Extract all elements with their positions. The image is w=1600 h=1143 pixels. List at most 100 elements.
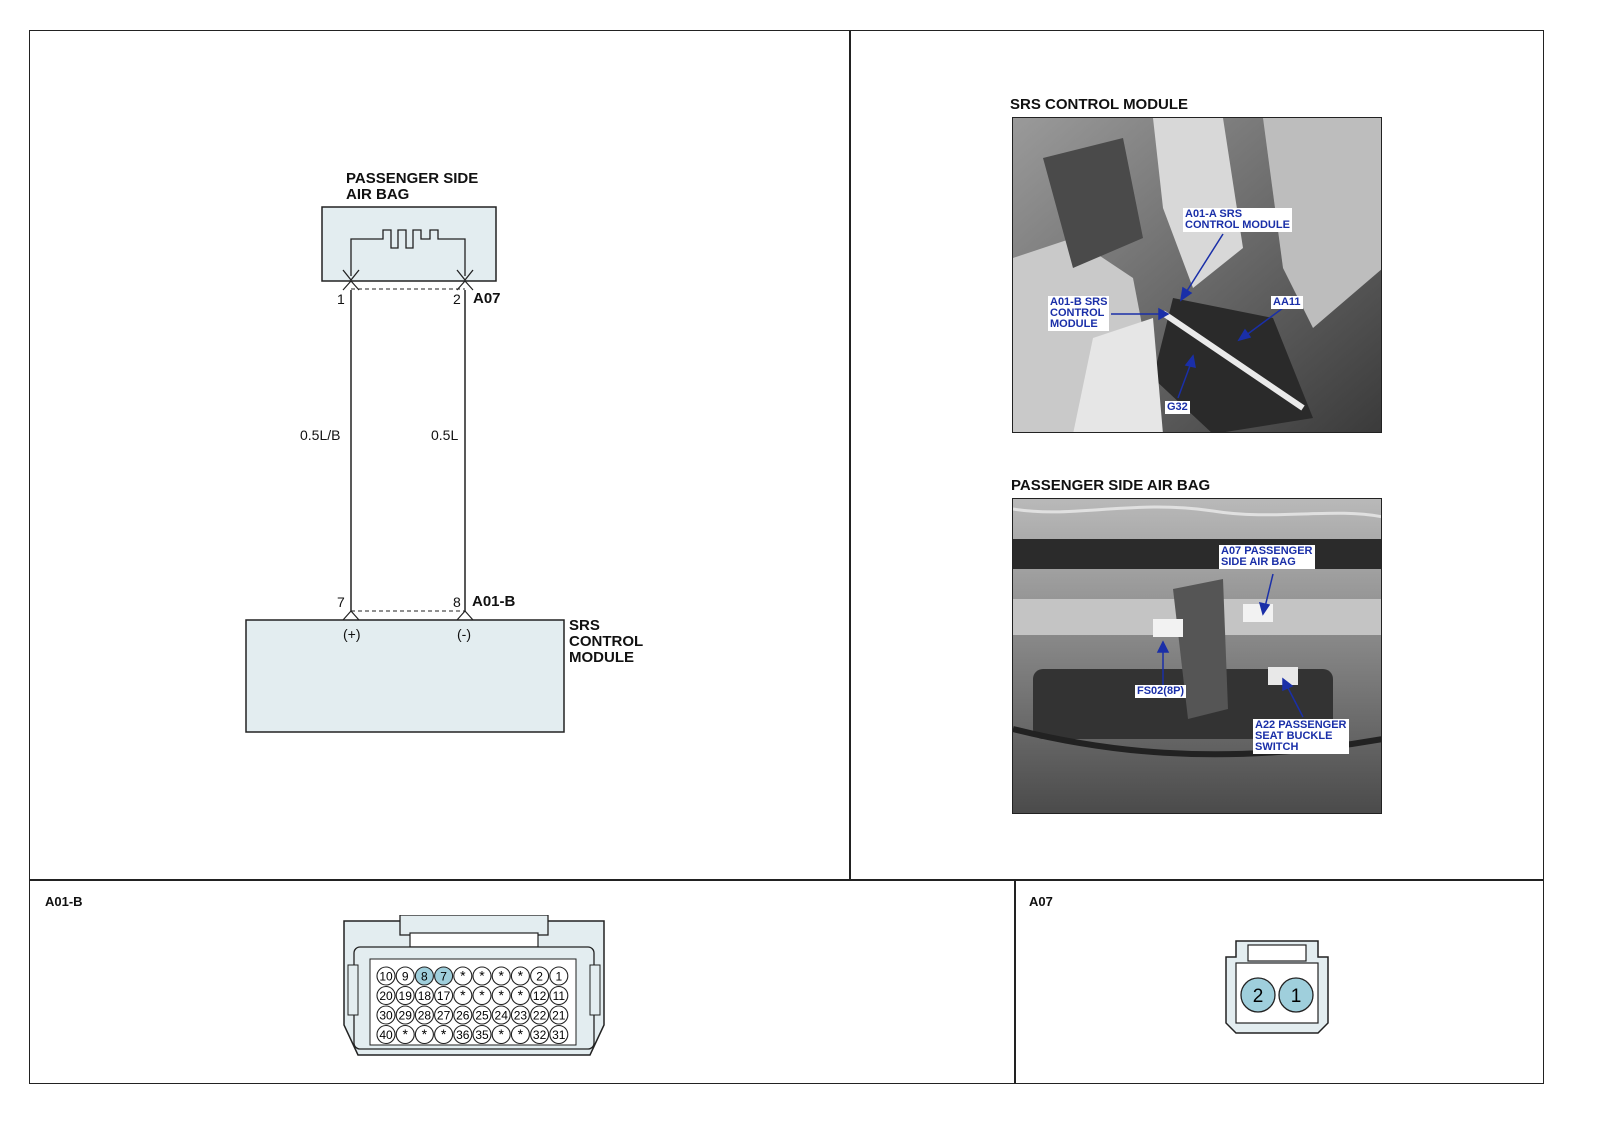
pin-1: 1 — [337, 291, 345, 307]
polarity-minus: (-) — [457, 626, 471, 642]
a01b-pin-number: 40 — [379, 1028, 393, 1042]
callout-fs02: FS02(8P) — [1135, 685, 1187, 698]
a01b-pin-number: 36 — [456, 1028, 470, 1042]
pin-8: 8 — [453, 594, 461, 610]
a01b-pin-number: 7 — [440, 970, 447, 984]
a01b-pin-cavity — [453, 966, 473, 986]
photo-panel — [849, 30, 1544, 881]
wire-left-spec: 0.5L/B — [300, 427, 341, 443]
a01b-pin-cavity — [530, 1024, 550, 1045]
polarity-plus: (+) — [343, 626, 361, 642]
a01b-pin-cavity — [434, 966, 454, 986]
a01b-pin-number: 23 — [514, 1009, 528, 1023]
a01b-pin-cavity — [530, 966, 550, 986]
callout-g32: G32 — [1165, 401, 1190, 414]
a01b-pin-number: 18 — [418, 989, 432, 1003]
a01b-pin-cavity — [453, 985, 473, 1006]
a01b-pin-cavity — [491, 966, 511, 986]
a01b-pin-cavity — [549, 966, 569, 986]
a01b-pin-cavity — [376, 1005, 396, 1025]
a01b-pin-number: 8 — [421, 970, 428, 984]
a01b-pin-cavity — [549, 1024, 569, 1045]
connector-a07-panel — [1014, 879, 1544, 1084]
a01b-pin-number: * — [518, 1026, 524, 1042]
a01b-pin-cavity — [414, 1024, 434, 1045]
a01b-pin-cavity — [472, 966, 492, 986]
passenger-airbag-box — [321, 206, 497, 282]
passenger-airbag-label: PASSENGER SIDE AIR BAG — [346, 170, 479, 203]
a01b-pin-cavity — [549, 1005, 569, 1025]
a01b-pin-number: * — [498, 1026, 504, 1042]
a01b-pin-number: 2 — [536, 970, 543, 984]
pin-arrow-2 — [456, 269, 474, 282]
a07-pin-number: 1 — [1291, 986, 1302, 1007]
a01b-pin-number: * — [479, 968, 485, 984]
a01b-pin-cavity — [472, 1005, 492, 1025]
a01b-pin-number: 27 — [437, 1009, 451, 1023]
a01b-pin-number: * — [479, 987, 485, 1003]
a01b-pin-cavity — [395, 1005, 415, 1025]
srs-module-box — [245, 619, 565, 733]
a01b-pin-number: * — [402, 1026, 408, 1042]
a01b-pin-number: 35 — [475, 1028, 489, 1042]
a01b-pin-cavity — [395, 966, 415, 986]
a07-pin-cavity — [1278, 977, 1314, 1013]
a01b-pin-number: 17 — [437, 989, 451, 1003]
callout-a01b: A01-B SRS CONTROL MODULE — [1048, 296, 1110, 331]
pin-2: 2 — [453, 291, 461, 307]
a01b-pin-number: * — [518, 987, 524, 1003]
a01b-pin-number: 19 — [399, 989, 413, 1003]
a01b-pin-cavity — [510, 1024, 530, 1045]
a01b-pin-number: 12 — [533, 989, 547, 1003]
a01b-pin-cavity — [491, 1005, 511, 1025]
a01b-pin-cavity — [414, 985, 434, 1006]
a01b-pin-cavity — [530, 1005, 550, 1025]
a01b-pin-number: 21 — [552, 1009, 566, 1023]
a01b-pin-number: * — [460, 968, 466, 984]
callout-aa11: AA11 — [1271, 296, 1303, 309]
a01b-pin-number: 11 — [553, 989, 566, 1003]
srs-module-photo: A01-A SRS CONTROL MODULE A01-B SRS CONTR… — [1012, 117, 1382, 433]
a01b-pin-cavity — [376, 1024, 396, 1045]
callout-a07: A07 PASSENGER SIDE AIR BAG — [1219, 545, 1315, 569]
diagram-panel — [29, 30, 851, 881]
a01b-pin-number: 29 — [399, 1009, 413, 1023]
a01b-pin-cavity — [395, 1024, 415, 1045]
a01b-pin-cavity — [510, 966, 530, 986]
a01b-pin-number: 30 — [379, 1009, 393, 1023]
connector-a07-label: A07 — [473, 290, 501, 307]
a01b-pin-number: 31 — [552, 1028, 566, 1042]
a01b-pin-cavity — [414, 966, 434, 986]
wiring-schematic — [245, 206, 565, 733]
a07-pin-number: 2 — [1253, 986, 1264, 1007]
a01b-pin-number: 20 — [379, 989, 393, 1003]
pin-7: 7 — [337, 594, 345, 610]
a01b-pin-number: 26 — [456, 1009, 470, 1023]
a07-pin-cavity — [1240, 977, 1276, 1013]
passenger-airbag-photo: A07 PASSENGER SIDE AIR BAG FS02(8P) A22 … — [1012, 498, 1382, 814]
a01b-pin-number: 22 — [533, 1009, 547, 1023]
a07-view-label: A07 — [1029, 894, 1053, 909]
a01b-pin-number: 10 — [379, 970, 393, 984]
a01b-pin-number: 28 — [418, 1009, 432, 1023]
squib-symbol — [350, 229, 466, 276]
a01b-pin-number: * — [498, 987, 504, 1003]
a01b-pin-number: * — [518, 968, 524, 984]
a01b-pin-cavity — [491, 985, 511, 1006]
callout-a22: A22 PASSENGER SEAT BUCKLE SWITCH — [1253, 719, 1349, 754]
a01b-pin-cavity — [434, 1024, 454, 1045]
a01b-pin-cavity — [491, 1024, 511, 1045]
a01b-pin-cavity — [472, 1024, 492, 1045]
a01b-pin-cavity — [510, 1005, 530, 1025]
a01b-pin-cavity — [510, 985, 530, 1006]
a01b-pin-number: 1 — [555, 970, 562, 984]
a01b-pin-cavity — [453, 1005, 473, 1025]
a01b-pin-number: * — [460, 987, 466, 1003]
airbag-photo-title: PASSENGER SIDE AIR BAG — [1011, 477, 1211, 494]
connector-a01b-label: A01-B — [472, 593, 516, 610]
wire-right-spec: 0.5L — [431, 427, 459, 443]
a01b-pin-number: * — [498, 968, 504, 984]
connector-a01b-panel — [29, 879, 1016, 1084]
